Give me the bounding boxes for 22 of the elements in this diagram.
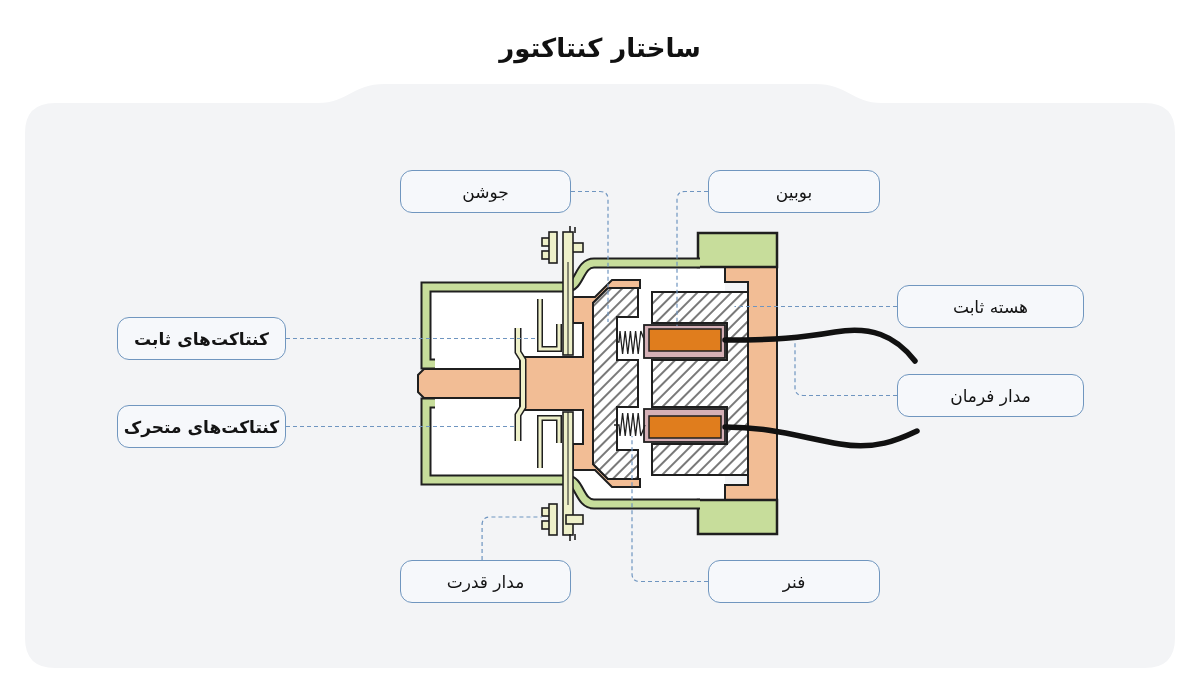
callout-label: کنتاکت‌های متحرک <box>117 405 286 448</box>
leader-line <box>631 435 709 583</box>
title: ساختار کنتاکتور <box>499 33 701 65</box>
moving-contact <box>514 328 527 441</box>
callout-label: مدار قدرت <box>400 560 571 603</box>
callout-label: هسته ثابت <box>897 285 1084 328</box>
callout-label: کنتاکت‌های ثابت <box>117 317 286 360</box>
leader-line <box>481 516 543 561</box>
leader-line <box>570 190 609 323</box>
leader-line <box>285 425 515 428</box>
spring <box>613 412 646 437</box>
callout-label: فنر <box>708 560 880 603</box>
callout-label: جوشن <box>400 170 571 213</box>
fixed-core <box>651 291 749 476</box>
callout-label: بوبین <box>708 170 880 213</box>
coil <box>643 324 726 359</box>
armature <box>592 287 639 480</box>
callout-label: مدار فرمان <box>897 374 1084 417</box>
leader-line <box>794 340 898 397</box>
leader-line <box>285 337 538 340</box>
control-wires <box>722 327 920 449</box>
leader-line <box>734 305 898 308</box>
